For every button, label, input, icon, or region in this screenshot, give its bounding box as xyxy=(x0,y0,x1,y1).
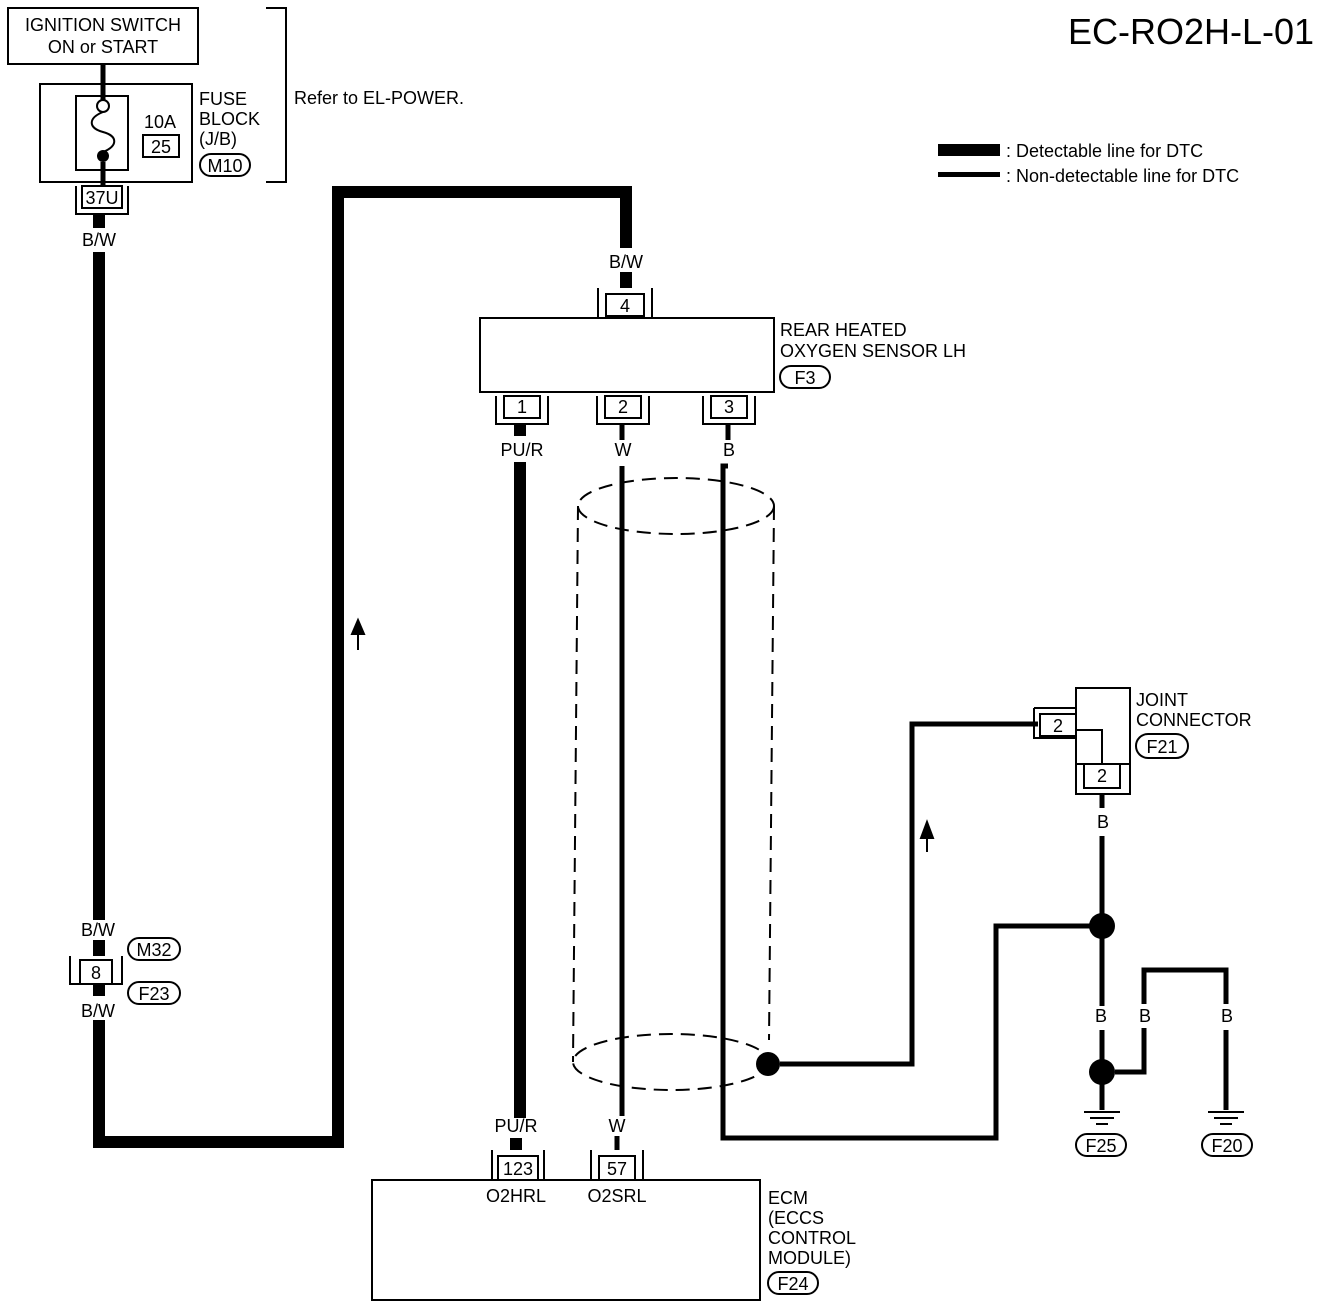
ecm-pin-a-name: O2HRL xyxy=(486,1186,546,1206)
wire-label-b-sensor: B xyxy=(723,440,735,460)
fuse-number: 25 xyxy=(151,137,171,157)
legend: : Detectable line for DTC : Non-detectab… xyxy=(938,141,1239,186)
ecm-line3: CONTROL xyxy=(768,1228,856,1248)
inline-connector-lower: F23 xyxy=(138,984,169,1004)
diagram-id: EC-RO2H-L-01 xyxy=(1068,11,1314,52)
ecm-line2: (ECCS xyxy=(768,1208,824,1228)
wire-label-bw-sensor: B/W xyxy=(609,252,643,272)
sensor-pin1: 1 xyxy=(517,397,527,417)
wire-label-w-ecm: W xyxy=(609,1116,626,1136)
flow-arrow-up-2 xyxy=(919,819,935,852)
sensor-pin3-connector: 3 xyxy=(702,395,756,425)
sensor-pin2-connector: 2 xyxy=(596,395,650,425)
fuse-block-connector: M10 xyxy=(207,156,242,176)
ecm-pin-a: 123 xyxy=(503,1159,533,1179)
ecm-line1: ECM xyxy=(768,1188,808,1208)
legend-non-detectable-swatch xyxy=(938,172,1000,177)
sensor-pin1-connector: 1 xyxy=(495,395,549,425)
ecm: O2HRL O2SRL ECM (ECCS CONTROL MODULE) F2… xyxy=(371,1179,856,1301)
wire-label-b-joint: B xyxy=(1097,812,1109,832)
wire-label-pur-sensor: PU/R xyxy=(500,440,543,460)
wire-label-b-ground-right: B xyxy=(1221,1006,1233,1026)
flow-arrow-up-1 xyxy=(350,617,366,650)
fuse-block-line3: (J/B) xyxy=(199,129,237,149)
ground-f20: F20 xyxy=(1201,1111,1253,1157)
legend-detectable-swatch xyxy=(938,144,1000,156)
inline-connector: 8 M32 F23 xyxy=(69,937,181,1005)
fuse-block: 10A 25 FUSE BLOCK (J/B) M10 xyxy=(39,83,260,192)
ground-f25: F25 xyxy=(1075,1111,1127,1157)
ground-wire-right xyxy=(1115,1028,1147,1075)
ecm-line4: MODULE) xyxy=(768,1248,851,1268)
shielded-cable xyxy=(572,477,775,1091)
inline-connector-terminal: 8 xyxy=(91,963,101,983)
ecm-pin-b: 57 xyxy=(607,1159,627,1179)
ground-icon xyxy=(1208,1111,1244,1125)
joint-connector-id: F21 xyxy=(1146,737,1177,757)
power-bracket xyxy=(266,7,287,183)
joint-connector: 2 2 JOINT CONNECTOR F21 xyxy=(1033,687,1252,795)
ignition-switch-line2: ON or START xyxy=(48,37,158,57)
sensor-connector: F3 xyxy=(794,368,815,388)
wire-label-bw-above-m32: B/W xyxy=(81,920,115,940)
wire-label-bw-top: B/W xyxy=(82,230,116,250)
fuse-rating: 10A xyxy=(144,112,176,132)
inline-connector-upper: M32 xyxy=(136,940,171,960)
fuse-block-line2: BLOCK xyxy=(199,109,260,129)
sensor-top-connector: 4 xyxy=(597,288,653,319)
fuse-terminal-connector: 37U xyxy=(75,185,129,215)
ground-splice-upper xyxy=(1089,913,1115,939)
shield-drain-wire xyxy=(780,721,1038,1067)
ecm-pin-a-connector: 123 xyxy=(491,1150,545,1181)
joint-connector-line1: JOINT xyxy=(1136,690,1188,710)
refer-note: Refer to EL-POWER. xyxy=(294,88,464,108)
ecm-pin-b-name: O2SRL xyxy=(587,1186,646,1206)
sensor-pin2: 2 xyxy=(618,397,628,417)
sensor-line1: REAR HEATED xyxy=(780,320,907,340)
ecm-connector: F24 xyxy=(777,1274,808,1294)
ignition-switch: IGNITION SWITCH ON or START xyxy=(7,7,199,65)
wire-label-w-sensor: W xyxy=(615,440,632,460)
wire-label-pur-ecm: PU/R xyxy=(494,1116,537,1136)
wire-label-bw-below-f23: B/W xyxy=(81,1001,115,1021)
fuse-icon xyxy=(90,111,116,153)
legend-detectable-text: : Detectable line for DTC xyxy=(1006,141,1203,161)
sensor-pin-top: 4 xyxy=(620,296,630,316)
ignition-switch-line1: IGNITION SWITCH xyxy=(25,15,181,35)
legend-non-detectable-text: : Non-detectable line for DTC xyxy=(1006,166,1239,186)
ground-splice-lower xyxy=(1089,1059,1115,1085)
ground-right-id: F20 xyxy=(1211,1136,1242,1156)
joint-pin-left: 2 xyxy=(1053,716,1063,736)
ground-icon xyxy=(1084,1111,1120,1125)
wire-label-b-ground-left: B xyxy=(1139,1006,1151,1026)
ground-left-id: F25 xyxy=(1085,1136,1116,1156)
rear-heated-oxygen-sensor: REAR HEATED OXYGEN SENSOR LH F3 xyxy=(479,317,966,393)
sensor-line2: OXYGEN SENSOR LH xyxy=(780,341,966,361)
ecm-pin-b-connector: 57 xyxy=(590,1150,644,1181)
fuse-terminal: 37U xyxy=(85,188,118,208)
joint-connector-line2: CONNECTOR xyxy=(1136,710,1252,730)
shield-drain-splice xyxy=(756,1052,780,1076)
fuse-block-line1: FUSE xyxy=(199,89,247,109)
sensor-pin3: 3 xyxy=(724,397,734,417)
wire-label-b-lower: B xyxy=(1095,1006,1107,1026)
joint-pin-bottom: 2 xyxy=(1097,766,1107,786)
